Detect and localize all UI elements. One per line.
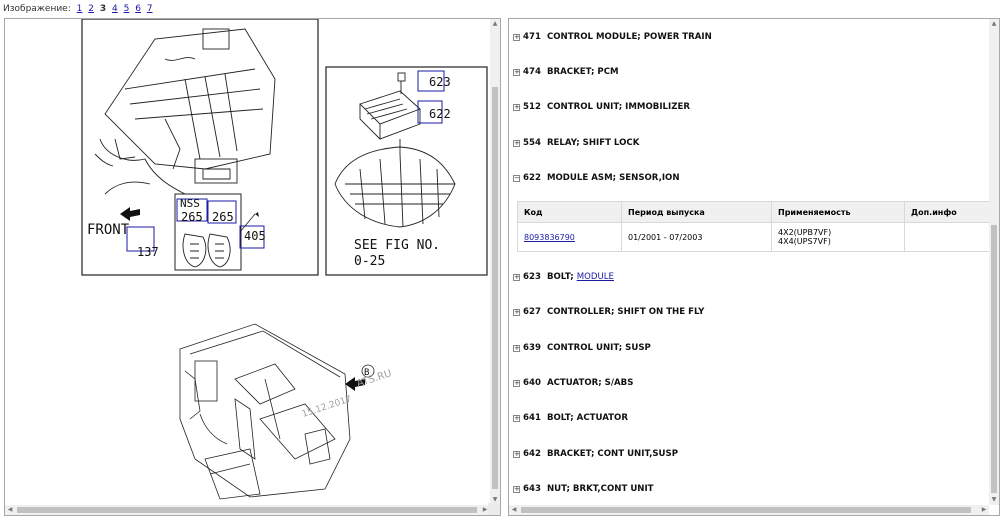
callout-137: 137 [137,245,159,259]
plus-box-icon[interactable]: + [513,273,520,281]
parts-item-622-expanded[interactable]: −622 MODULE ASM; SENSOR,ION [513,173,680,183]
diagram-vertical-scrollbar[interactable]: ▲ ▼ [490,19,500,505]
col-header-code: Код [517,201,622,223]
cell-applicability: 4X2(UPB7VF) 4X4(UPS7VF) [771,222,905,252]
triangle-up-icon[interactable]: ▲ [492,20,498,27]
plus-box-icon[interactable]: + [513,344,520,352]
diagram-horizontal-scrollbar[interactable]: ◀ ▶ [5,505,490,515]
plus-box-icon[interactable]: + [513,139,520,147]
view-arrow-icon [345,377,365,391]
plus-box-icon[interactable]: + [513,450,520,458]
page-link-1[interactable]: 1 [76,4,83,14]
dashboard-overview-drawing [179,323,351,500]
triangle-down-icon[interactable]: ▼ [991,496,997,503]
parts-item-471[interactable]: +471 CONTROL MODULE; POWER TRAIN [513,32,712,42]
parts-vscroll-thumb[interactable] [991,225,997,493]
page-link-6[interactable]: 6 [135,4,141,14]
callout-265-a: 265 [181,210,203,224]
cell-period: 01/2001 - 07/2003 [621,222,772,252]
page-link-7[interactable]: 7 [146,4,153,14]
parts-diagram: NSS 265 265 405 137 FRONT 623 622 SEE FI… [81,19,488,500]
parts-vertical-scrollbar[interactable]: ▲ ▼ [989,19,999,505]
callout-nss: NSS [180,197,200,210]
triangle-right-icon[interactable]: ▶ [482,506,488,513]
plus-box-icon[interactable]: + [513,414,520,422]
parts-item-641[interactable]: +641 BOLT; ACTUATOR [513,413,628,423]
image-pagination: Изображение: 1 2 3 4 5 6 7 [0,0,1000,18]
parts-item-639[interactable]: +639 CONTROL UNIT; SUSP [513,343,651,353]
diagram-vscroll-thumb[interactable] [492,87,498,489]
applicability-4x4: 4X4(UPS7VF) [778,237,831,246]
parts-item-554[interactable]: +554 RELAY; SHIFT LOCK [513,138,640,148]
callout-265-b: 265 [212,210,234,224]
page-link-5[interactable]: 5 [123,4,130,14]
view-marker-b: B [364,368,369,378]
pagination-label: Изображение: [3,4,71,14]
plus-box-icon[interactable]: + [513,308,520,316]
parts-horizontal-scrollbar[interactable]: ◀ ▶ [509,505,989,515]
minus-box-icon[interactable]: − [513,174,520,182]
applicability-4x2: 4X2(UPB7VF) [778,228,832,237]
diagram-pane: NSS 265 265 405 137 FRONT 623 622 SEE FI… [4,18,501,516]
relay-connector-drawing [182,233,231,268]
parts-item-642[interactable]: +642 BRACKET; CONT UNIT,SUSP [513,449,678,459]
dashboard-wiring-drawing [94,28,276,195]
parts-item-623[interactable]: +623 BOLT; MODULE [513,272,614,282]
watermark-date: 15.12.2017 [301,394,353,419]
triangle-down-icon[interactable]: ▼ [492,496,498,503]
triangle-left-icon[interactable]: ◀ [511,506,517,513]
callout-405: 405 [244,229,266,243]
module-link[interactable]: MODULE [576,272,614,282]
plus-box-icon[interactable]: + [513,379,520,387]
part-code-link[interactable]: 8093836790 [524,232,575,242]
page-link-2[interactable]: 2 [88,4,94,14]
triangle-up-icon[interactable]: ▲ [991,20,997,27]
col-header-applicability: Применяемость [771,201,905,223]
col-header-extra-info: Доп.инфо [904,201,999,223]
parts-item-474[interactable]: +474 BRACKET; PCM [513,67,619,77]
callout-622: 622 [429,107,451,121]
parts-item-643[interactable]: +643 NUT; BRKT,CONT UNIT [513,484,654,494]
plus-box-icon[interactable]: + [513,33,520,41]
cell-extra-info [904,222,999,252]
part-codes-table: Код Период выпуска Применяемость Доп.инф… [517,201,999,252]
front-label: FRONT [87,222,130,238]
cell-code: 8093836790 [517,222,622,252]
plus-box-icon[interactable]: + [513,68,520,76]
table-header-row: Код Период выпуска Применяемость Доп.инф… [517,201,999,223]
triangle-right-icon[interactable]: ▶ [981,506,987,513]
diagram-hscroll-thumb[interactable] [17,507,477,513]
see-fig-line1: SEE FIG NO. [354,238,440,253]
callout-623: 623 [429,75,451,89]
parts-item-512[interactable]: +512 CONTROL UNIT; IMMOBILIZER [513,102,690,112]
page-link-4[interactable]: 4 [112,4,118,14]
see-fig-line2: 0-25 [354,254,385,269]
page-current-3: 3 [99,4,107,14]
scroll-corner [488,503,500,515]
parts-item-627[interactable]: +627 CONTROLLER; SHIFT ON THE FLY [513,307,705,317]
col-header-period: Период выпуска [621,201,772,223]
parts-list-pane: +471 CONTROL MODULE; POWER TRAIN +474 BR… [508,18,1000,516]
ion-sensor-module-drawing [334,72,456,228]
parts-item-640[interactable]: +640 ACTUATOR; S/ABS [513,378,634,388]
table-row: 8093836790 01/2001 - 07/2003 4X2(UPB7VF)… [517,222,999,252]
front-arrow-icon [120,207,140,221]
plus-box-icon[interactable]: + [513,103,520,111]
triangle-left-icon[interactable]: ◀ [7,506,13,513]
parts-hscroll-thumb[interactable] [521,507,971,513]
plus-box-icon[interactable]: + [513,485,520,493]
